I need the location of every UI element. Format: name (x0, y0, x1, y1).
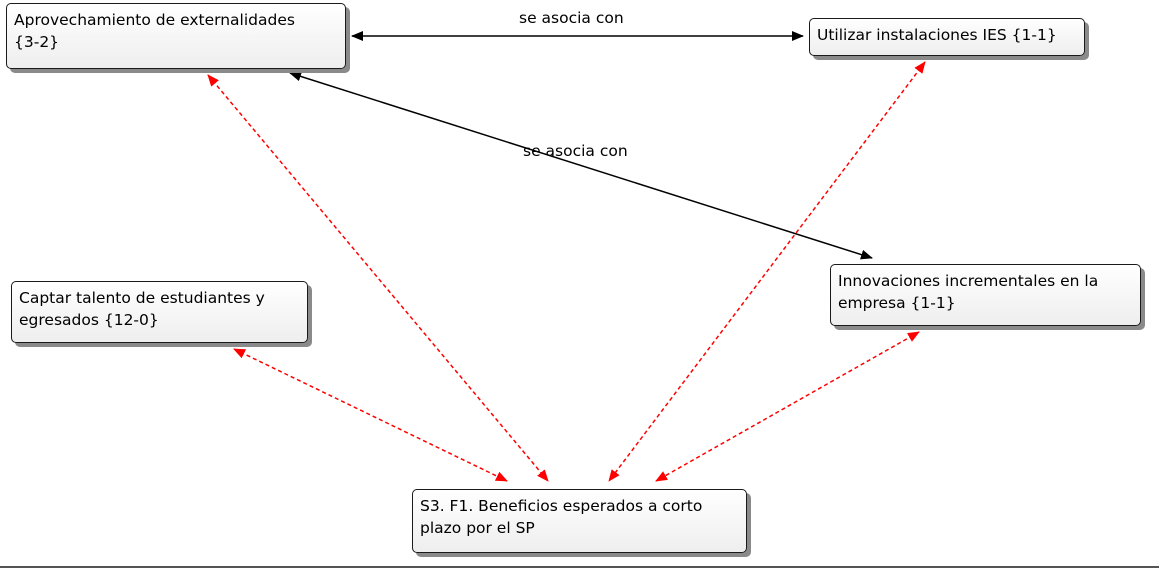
node-innovaciones[interactable]: Innovaciones incrementales en la empresa… (830, 264, 1141, 326)
edge-label-top: se asocia con (519, 9, 624, 27)
edge-label-diagonal: se asocia con (523, 142, 628, 160)
bottom-border (0, 566, 1159, 568)
node-utilizar[interactable]: Utilizar instalaciones IES {1-1} (809, 18, 1085, 56)
edge-aprovechamiento-innovaciones[interactable] (289, 71, 873, 260)
edge-beneficios-innovaciones[interactable] (655, 331, 920, 482)
node-captar[interactable]: Captar talento de estudiantes y egresado… (11, 281, 308, 343)
edge-beneficios-captar[interactable] (233, 348, 508, 482)
node-beneficios[interactable]: S3. F1. Beneficios esperados a corto pla… (412, 489, 747, 553)
node-aprovechamiento[interactable]: Aprovechamiento de externalidades {3-2} (6, 3, 346, 69)
edge-beneficios-aprovechamiento[interactable] (207, 74, 549, 482)
